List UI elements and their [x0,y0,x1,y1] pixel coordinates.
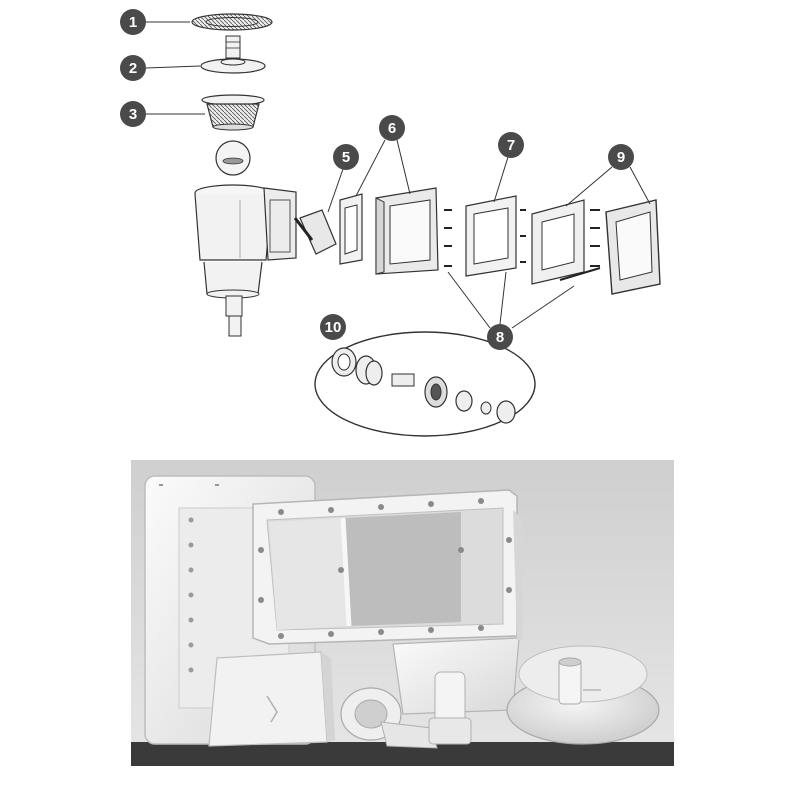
callout-9-label: 9 [617,149,625,166]
callout-3-label: 3 [129,106,137,123]
part-faceplate-gasket [531,199,585,285]
part-skimmer-body [194,184,297,337]
photo-mouth-frame [252,489,518,645]
callout-2: 2 [120,55,146,81]
part-fittings-set [314,331,536,437]
part-face-plate-cover [605,199,661,295]
photo-hose-adapter [428,671,472,745]
part-gasket [339,193,363,265]
callout-6-label: 6 [388,120,396,137]
photo-wall-fitting [340,687,438,749]
callout-5: 5 [333,144,359,170]
callout-1-label: 1 [129,14,137,31]
part-vacuum-plate [200,35,266,74]
photo-vacuum-plate [506,645,660,745]
callout-10: 10 [320,314,346,340]
callout-7: 7 [498,132,524,158]
callout-1: 1 [120,9,146,35]
part-basket [201,94,265,131]
callout-9: 9 [608,144,634,170]
callout-6: 6 [379,115,405,141]
callout-8-label: 8 [496,329,504,346]
part-weir-flap [293,209,337,255]
callout-8: 8 [487,324,513,350]
callout-2-label: 2 [129,60,137,77]
part-lid [191,13,273,31]
photo-weir-flap [208,651,335,747]
exploded-parts-diagram: 1 2 3 5 6 7 8 9 10 [120,9,661,437]
callout-5-label: 5 [342,149,350,166]
part-mouth-frame [375,187,439,275]
leader-lines [145,21,651,329]
part-face-plate [465,195,517,277]
callout-3: 3 [120,101,146,127]
callout-7-label: 7 [507,137,515,154]
product-photo [131,460,674,766]
callout-10-label: 10 [325,319,342,336]
part-screws [444,209,601,281]
part-float [215,140,251,176]
